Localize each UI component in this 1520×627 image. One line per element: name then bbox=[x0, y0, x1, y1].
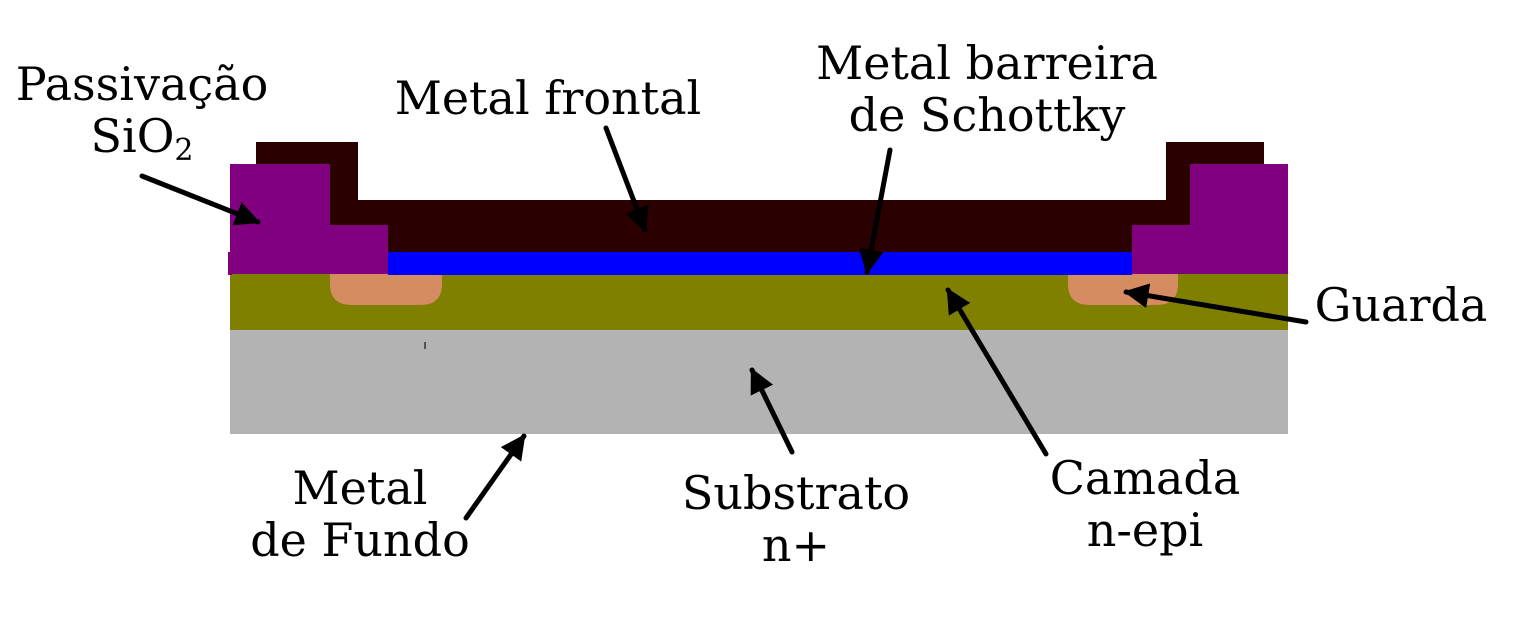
label-metal-fundo-line2: de Fundo bbox=[250, 513, 470, 567]
schottky-barrier-metal bbox=[388, 252, 1132, 275]
label-guarda-line1: Guarda bbox=[1314, 278, 1488, 332]
passivation-left bbox=[230, 164, 388, 274]
label-substrato-line1: Substrato bbox=[681, 466, 911, 520]
label-passivacao-line1: Passivação bbox=[15, 57, 269, 111]
label-schottky-line1: Metal barreira bbox=[816, 36, 1158, 90]
label-camada-line1: Camada bbox=[1049, 451, 1241, 505]
label-sio-base: SiO bbox=[90, 109, 175, 163]
label-camada-n-epi: Camada n-epi bbox=[1042, 452, 1248, 556]
label-schottky-line2: de Schottky bbox=[848, 88, 1126, 142]
arrow-substrato bbox=[749, 367, 795, 455]
label-guarda: Guarda bbox=[1306, 279, 1496, 331]
label-passivacao-line2: SiO2 bbox=[8, 109, 276, 166]
label-metal-de-fundo: Metal de Fundo bbox=[236, 462, 484, 566]
arrow-guarda bbox=[1123, 283, 1309, 325]
label-metal-frontal: Metal frontal bbox=[386, 72, 710, 124]
arrow-metal-frontal bbox=[603, 125, 649, 233]
label-passivacao: Passivação SiO2 bbox=[8, 57, 276, 166]
label-substrato: Substrato n+ bbox=[676, 467, 916, 571]
label-substrato-line2: n+ bbox=[761, 518, 831, 572]
label-metal-barreira-schottky: Metal barreira de Schottky bbox=[806, 37, 1168, 141]
passivation-right bbox=[1132, 164, 1288, 274]
arrow-schottky bbox=[858, 147, 893, 275]
arrow-metal-fundo bbox=[463, 433, 527, 521]
guard-ring-left bbox=[330, 274, 442, 305]
label-sio-subscript: 2 bbox=[174, 133, 194, 168]
label-metal-fundo-line1: Metal bbox=[292, 461, 428, 515]
arrow-camada bbox=[945, 287, 1049, 457]
arrow-passivacao bbox=[139, 173, 261, 226]
passivation-edge-strip bbox=[228, 252, 232, 275]
label-metal-frontal-line1: Metal frontal bbox=[394, 71, 702, 125]
label-camada-line2: n-epi bbox=[1086, 503, 1204, 557]
front-metal-layer bbox=[256, 142, 1264, 254]
